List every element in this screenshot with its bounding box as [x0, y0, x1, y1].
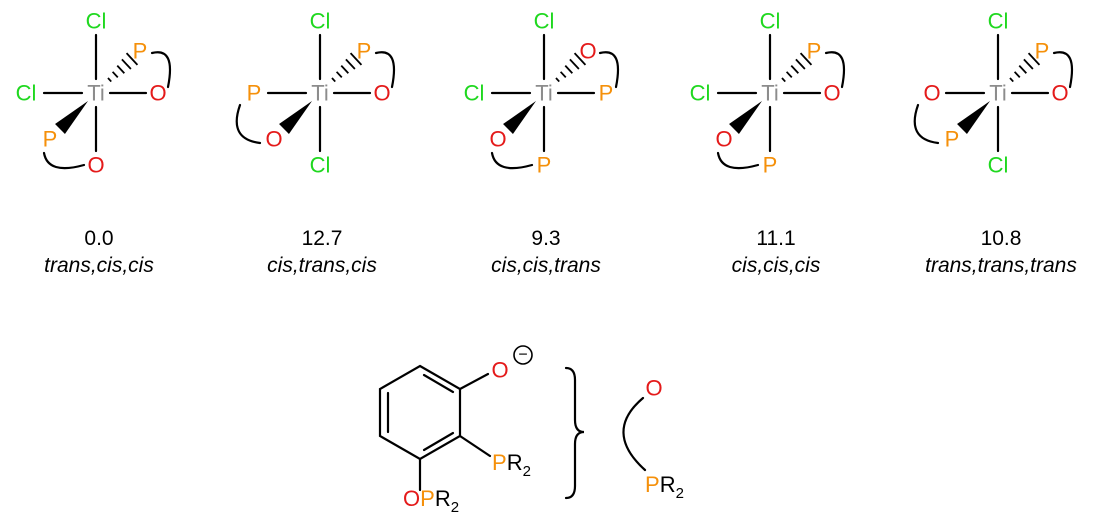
- chelate-arc-1: [150, 51, 172, 89]
- upper-right-ligand-label: P: [133, 39, 148, 64]
- upper-right-ligand-label: P: [807, 39, 822, 64]
- wedge-bond: [55, 101, 88, 134]
- right-ligand-label: O: [149, 81, 166, 106]
- hashed-bond: [107, 52, 139, 83]
- wedge-bond: [503, 101, 536, 134]
- chelate-arc-2: [42, 151, 86, 170]
- left-ligand-label: Cl: [464, 81, 485, 106]
- top-ligand-label: Cl: [534, 9, 555, 34]
- chelate-arc-1: [374, 51, 396, 89]
- bottom-ligand-label: P: [537, 153, 552, 178]
- r-label-2: R: [435, 486, 451, 511]
- bottom-ligand-label: Cl: [988, 153, 1009, 178]
- energy-label-1: 0.0: [84, 227, 113, 250]
- isomer-captions: 0.0 trans,cis,cis 12.7 cis,trans,cis 9.3…: [44, 227, 1077, 277]
- bottom-ligand-label: P: [763, 153, 778, 178]
- chelate-pr2-label: PR2: [645, 472, 684, 502]
- curly-brace: [564, 366, 585, 500]
- wedge-bond: [279, 101, 312, 134]
- left-ligand-label: P: [247, 81, 262, 106]
- top-ligand-label: Cl: [760, 9, 781, 34]
- hashed-bond: [781, 52, 813, 83]
- ligand-structure: O − PR2 OPR2 O PR2: [378, 345, 684, 516]
- oxide-label: O: [491, 358, 508, 383]
- r-label: R: [507, 450, 523, 475]
- descriptor-label-1: trans,cis,cis: [44, 254, 154, 277]
- energy-label-4: 11.1: [756, 227, 795, 250]
- chelate-arc-1: [598, 51, 620, 89]
- lower-left-ligand-label: O: [489, 127, 506, 152]
- titanium-label: Ti: [87, 81, 105, 106]
- negative-charge-icon: −: [518, 347, 527, 364]
- right-ligand-label: O: [373, 81, 390, 106]
- titanium-label: Ti: [535, 81, 553, 106]
- top-ligand-label: Cl: [988, 9, 1009, 34]
- chelate-arc-2: [913, 103, 940, 145]
- ring-double-bond-2: [422, 373, 455, 394]
- chelate-arc-2: [235, 103, 262, 145]
- chelate-phosphorus-label: P: [645, 472, 660, 497]
- phosphine-bond: [458, 434, 492, 458]
- right-ligand-label: P: [599, 81, 614, 106]
- left-ligand-label: Cl: [16, 81, 37, 106]
- upper-right-ligand-label: P: [1035, 39, 1050, 64]
- bottom-ligand-label: Cl: [310, 153, 331, 178]
- top-ligand-label: Cl: [310, 9, 331, 34]
- lower-left-ligand-label: O: [265, 127, 282, 152]
- upper-right-ligand-label: O: [579, 39, 596, 64]
- descriptor-label-4: cis,cis,cis: [732, 254, 821, 277]
- titanium-label: Ti: [989, 81, 1007, 106]
- lower-left-ligand-label: P: [43, 127, 58, 152]
- chelate-r-label: R: [660, 472, 676, 497]
- top-ligand-label: Cl: [86, 9, 107, 34]
- chelate-arc-1: [1052, 51, 1074, 89]
- descriptor-label-5: trans,trans,trans: [925, 254, 1077, 277]
- chelate-arc-1: [824, 51, 846, 89]
- wedge-bond: [957, 101, 990, 134]
- lower-left-ligand-label: O: [715, 127, 732, 152]
- energy-label-5: 10.8: [981, 227, 1022, 250]
- hashed-bond: [331, 52, 363, 83]
- bottom-ligand-label: O: [87, 153, 104, 178]
- chelate-arc-2: [490, 151, 534, 170]
- charge-circle: [513, 345, 533, 365]
- titanium-label: Ti: [761, 81, 779, 106]
- right-ligand-label: O: [823, 81, 840, 106]
- chelate-arc-2: [716, 151, 760, 170]
- descriptor-label-3: cis,cis,trans: [491, 254, 601, 277]
- phosphinite-label: OP: [403, 486, 435, 511]
- energy-label-2: 12.7: [302, 227, 343, 250]
- left-ligand-label: O: [923, 81, 940, 106]
- phosphine-label: P: [492, 450, 507, 475]
- hashed-bond: [555, 52, 587, 83]
- chelate-oxygen-label: O: [645, 376, 662, 401]
- descriptor-label-2: cis,trans,cis: [267, 254, 377, 277]
- ring-double-bond-3: [422, 431, 455, 452]
- left-ligand-label: Cl: [690, 81, 711, 106]
- upper-right-ligand-label: P: [357, 39, 372, 64]
- opr2-label: OPR2: [403, 486, 459, 516]
- energy-label-3: 9.3: [531, 227, 560, 250]
- chelate-subscript-label: 2: [676, 485, 684, 502]
- pr2-label: PR2: [492, 450, 531, 480]
- lower-left-ligand-label: P: [945, 127, 960, 152]
- titanium-label: Ti: [311, 81, 329, 106]
- wedge-bond: [729, 101, 762, 134]
- chelate-arc: [622, 396, 647, 472]
- oxide-bond: [458, 372, 490, 391]
- hashed-bond: [1009, 52, 1041, 83]
- benzene-ring: [378, 364, 462, 461]
- subscript-label-2: 2: [451, 499, 459, 516]
- right-ligand-label: O: [1051, 81, 1068, 106]
- subscript-label: 2: [523, 463, 531, 480]
